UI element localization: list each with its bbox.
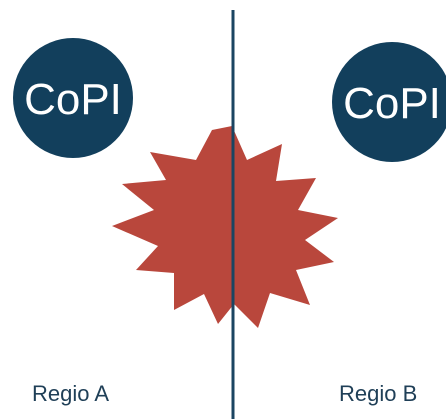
conflict-burst-icon bbox=[112, 126, 338, 328]
copi-badge-left: CoPI bbox=[13, 38, 133, 158]
copi-badge-right: CoPI bbox=[332, 42, 446, 162]
copi-badge-left-circle bbox=[13, 38, 133, 158]
region-a-label: Regio A bbox=[32, 381, 110, 406]
region-b-label: Regio B bbox=[339, 381, 418, 406]
copi-badge-right-circle bbox=[332, 42, 446, 162]
copi-badge-right-label: CoPI bbox=[343, 79, 441, 128]
copi-badge-left-label: CoPI bbox=[24, 75, 122, 124]
